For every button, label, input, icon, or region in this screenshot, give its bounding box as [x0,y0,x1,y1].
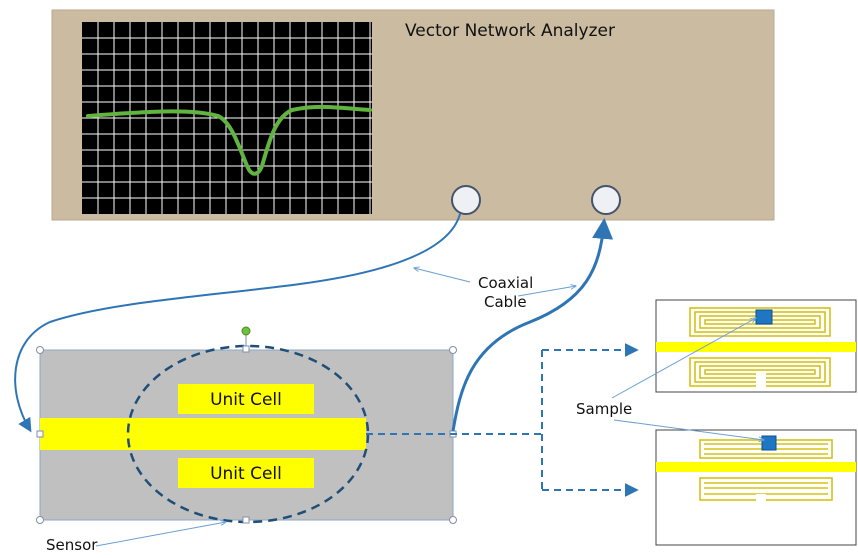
sensor: Unit Cell Unit Cell [36,326,457,524]
sample-pointer-top [611,318,756,399]
coaxial-pointer-right [517,286,576,297]
microstrip-top [656,342,856,352]
sensor-label: Sensor [46,536,98,554]
microstrip-bottom [656,462,856,472]
unit-cell-top [178,384,314,414]
coaxial-label-line1: Coaxial [478,274,533,292]
unit-cell-bottom [178,458,314,488]
port-1-icon[interactable] [451,185,481,215]
sample-panel-bottom [655,429,857,546]
analyzer-screen [82,22,372,214]
unit-cell-top-label: Unit Cell [210,390,282,410]
sample-marker-top [755,309,773,325]
unit-cell-bottom-label: Unit Cell [210,464,282,484]
sample-pointer-bottom [613,419,764,440]
coaxial-cable-right [451,217,614,432]
coaxial-label-line2: Cable [484,293,527,311]
port-2-icon[interactable] [591,185,621,215]
sample-panel-top [655,299,857,393]
analyzer-title: Vector Network Analyzer [405,21,615,41]
network-analyzer: Vector Network Analyzer [51,9,775,221]
rotate-handle-icon[interactable] [241,326,251,336]
coaxial-cable-left [14,213,461,433]
microstrip-line [40,418,366,450]
sample-connector [366,343,639,497]
sample-marker-bottom [761,435,777,451]
sensor-pointer [95,522,226,547]
resonance-trace [86,104,372,176]
sample-label: Sample [576,400,632,418]
coaxial-pointer-left [414,268,471,283]
screen-grid [82,22,372,214]
